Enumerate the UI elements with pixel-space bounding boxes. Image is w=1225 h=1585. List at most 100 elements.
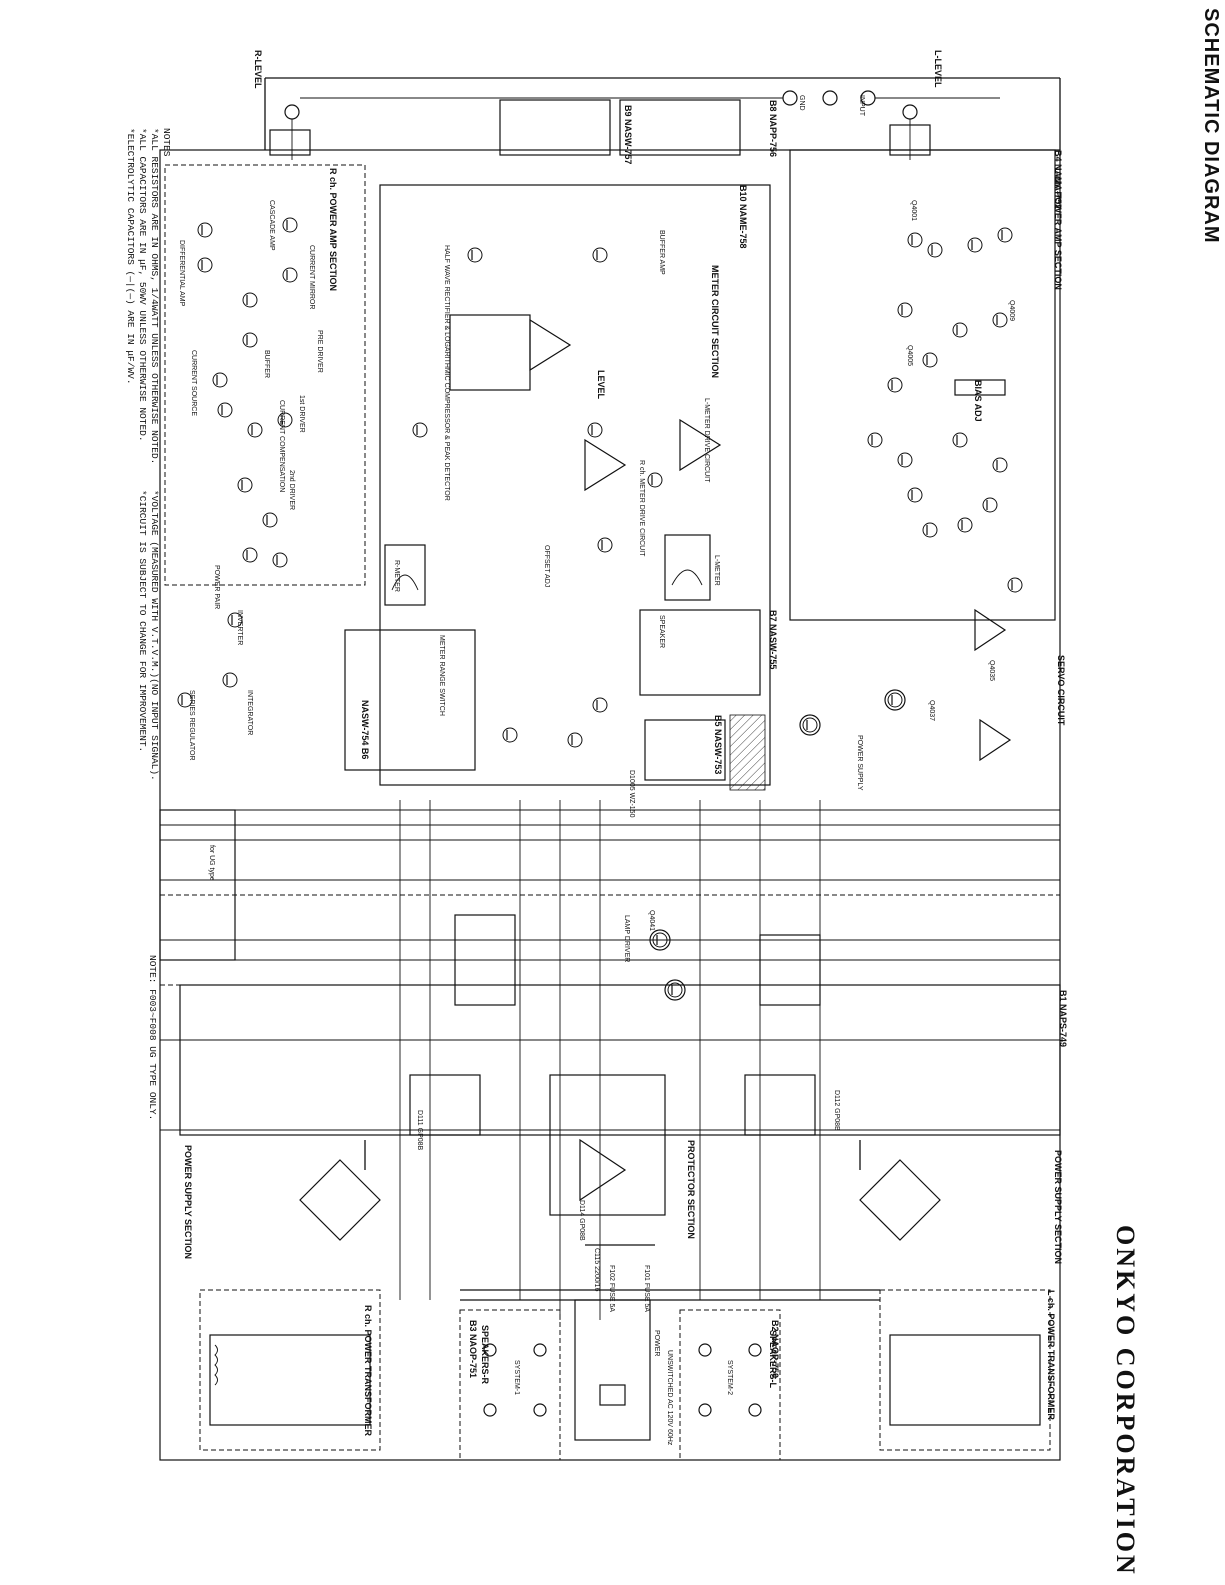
board-b10: B10 NAME-758	[738, 185, 748, 249]
fuse-f101: F101 FUSE 5A	[643, 1265, 650, 1312]
system1-label: SYSTEM-1	[513, 1360, 520, 1395]
notes-line-1: *ALL RESISTORS ARE IN OHMS, 1/4WATT UNLE…	[149, 128, 160, 465]
transistor-symbol	[667, 982, 683, 998]
svg-labels: R-LEVEL L-LEVEL INPUT GND R ch. POWER AM…	[178, 50, 1068, 1446]
l-power-amp-section	[789, 149, 1056, 621]
transistor-symbol	[597, 537, 613, 553]
input-jacks	[300, 90, 1000, 106]
transistor-symbol	[177, 692, 193, 708]
transistor-symbol	[967, 237, 983, 253]
psu-section-l-label: POWER SUPPLY SECTION	[1053, 1150, 1063, 1264]
r-power-amp-label: R ch. POWER AMP SECTION	[328, 168, 338, 291]
page-title: SCHEMATIC DIAGRAM	[1200, 8, 1222, 244]
board-b7: B7 NASW-755	[768, 610, 778, 669]
meter-drive-label: R ch. METER DRIVE CIRCUIT	[638, 460, 645, 557]
r-level-pot	[269, 104, 311, 160]
r-power-amp-section	[164, 164, 366, 586]
offset-adj-label: OFFSET ADJ	[543, 545, 550, 587]
transistor-symbol	[197, 222, 213, 238]
r-transformer-label: R ch. POWER TRANSFORMER	[363, 1305, 373, 1437]
bias-adj-label: BIAS ADJ	[973, 380, 983, 422]
board-b9: B9 NASW-757	[623, 105, 633, 164]
board-b2: B2 NAOP-750	[770, 1320, 780, 1378]
transistor-symbol	[887, 377, 903, 393]
l-meter-drive-label: L-METER DRIVE CIRCUIT	[703, 398, 710, 483]
notes-block: NOTES *ALL RESISTORS ARE IN OHMS, 1/4WAT…	[124, 128, 172, 464]
transistor-symbol	[282, 217, 298, 233]
speaker-label: SPEAKER	[658, 615, 665, 648]
lamp-driver	[649, 929, 686, 1001]
l-meter	[664, 534, 711, 601]
bridge-rectifier-r	[299, 1159, 381, 1241]
transistor-symbol	[982, 497, 998, 513]
l-power-amp-label: L ch. POWER AMP SECTION	[1053, 168, 1063, 290]
notes-line-2: *ALL CAPACITORS ARE IN μF, 50WV UNLESS O…	[137, 128, 148, 442]
for-ug-label: for UG type	[208, 845, 215, 881]
transistor-symbol	[567, 732, 583, 748]
servo-circuit	[799, 608, 1012, 762]
transistor-symbol	[272, 552, 288, 568]
part-d111: D111 GP08B	[416, 1110, 423, 1151]
l-level-label: L-LEVEL	[933, 50, 943, 88]
lamp-driver-label: LAMP DRIVER	[623, 915, 630, 962]
transistor-symbol	[467, 247, 483, 263]
transistor-symbol	[802, 717, 818, 733]
protector-section	[549, 1074, 666, 1216]
integrator-label: INTEGRATOR	[246, 690, 253, 735]
board-b3: B3 NAOP-751	[468, 1320, 478, 1378]
transistor-symbol	[222, 672, 238, 688]
transistor-symbol	[952, 322, 968, 338]
transistor-symbol	[247, 422, 263, 438]
power-switch-ac	[460, 1289, 880, 1441]
transistor-symbol	[992, 457, 1008, 473]
speaker-switch	[639, 609, 761, 696]
speakers-l-label: SPEAKERS-L	[768, 1330, 778, 1389]
part-q4009: Q4009	[1008, 300, 1015, 321]
l-level-pot	[889, 104, 931, 160]
meter-range-label: METER RANGE SWITCH	[438, 635, 445, 716]
part-q4041: Q4041	[648, 910, 655, 931]
notes-voltage: *VOLTAGE (MEASURED WITH V.T.V.M.)(NO INP…	[149, 490, 160, 781]
part-d112: D112 GP08B	[833, 1090, 840, 1131]
bridge-rectifier-l	[859, 1159, 941, 1241]
buffer-amp-label: BUFFER AMP	[658, 230, 665, 275]
differential-label: DIFFERENTIAL AMP	[178, 240, 185, 307]
l-meter-label: L-METER	[713, 555, 720, 586]
board-b1: B1 NAPS-749	[1058, 990, 1068, 1047]
transistor-symbol	[897, 302, 913, 318]
transistor-symbol	[227, 612, 243, 628]
first-driver-label: 1st DRIVER	[298, 395, 305, 433]
transistor-symbol	[897, 452, 913, 468]
transistor-symbol	[262, 512, 278, 528]
power-switch-label: POWER	[653, 1330, 660, 1356]
part-q4005: Q4005	[906, 345, 913, 366]
r-level-label: R-LEVEL	[253, 50, 263, 89]
transistor-symbol	[867, 432, 883, 448]
fuse-f102: F102 FUSE 5A	[608, 1265, 615, 1312]
r-meter	[384, 544, 426, 606]
input-label: INPUT	[858, 95, 865, 117]
meter-circuit-section	[379, 184, 771, 786]
relays	[409, 914, 821, 1136]
fuse-note: NOTE: F003~F008 UG TYPE ONLY.	[147, 955, 158, 1121]
power-board-b5	[644, 714, 766, 791]
frame	[159, 77, 1061, 1461]
transistor-symbol	[927, 242, 943, 258]
board-b4: B4 NAMA-752	[1053, 150, 1063, 209]
transistor-symbol	[217, 402, 233, 418]
board-b5: B5 NASW-753	[713, 715, 723, 774]
meter-circuit-label: METER CIRCUIT SECTION	[710, 265, 720, 378]
meter-lamp-boards	[499, 99, 741, 156]
l-transformer-label: L ch. POWER TRANSFORMER	[1046, 1290, 1056, 1420]
bus-wires	[160, 800, 1060, 1320]
buffer-label: BUFFER	[263, 350, 270, 378]
transistor-symbol	[212, 372, 228, 388]
meter-range-switch	[344, 629, 476, 771]
ug-fuse-box	[159, 809, 236, 961]
half-wave-label: HALF WAVE RECTIFIER & LOGARITHMIC COMPRE…	[443, 245, 450, 501]
r-meter-label: R-METER	[393, 560, 400, 592]
notes-circuit: *CIRCUIT IS SUBJECT TO CHANGE FOR IMPROV…	[137, 490, 148, 753]
part-q4001: Q4001	[910, 200, 917, 221]
power-supply-board	[159, 809, 1061, 1136]
transistor-symbol	[1007, 577, 1023, 593]
